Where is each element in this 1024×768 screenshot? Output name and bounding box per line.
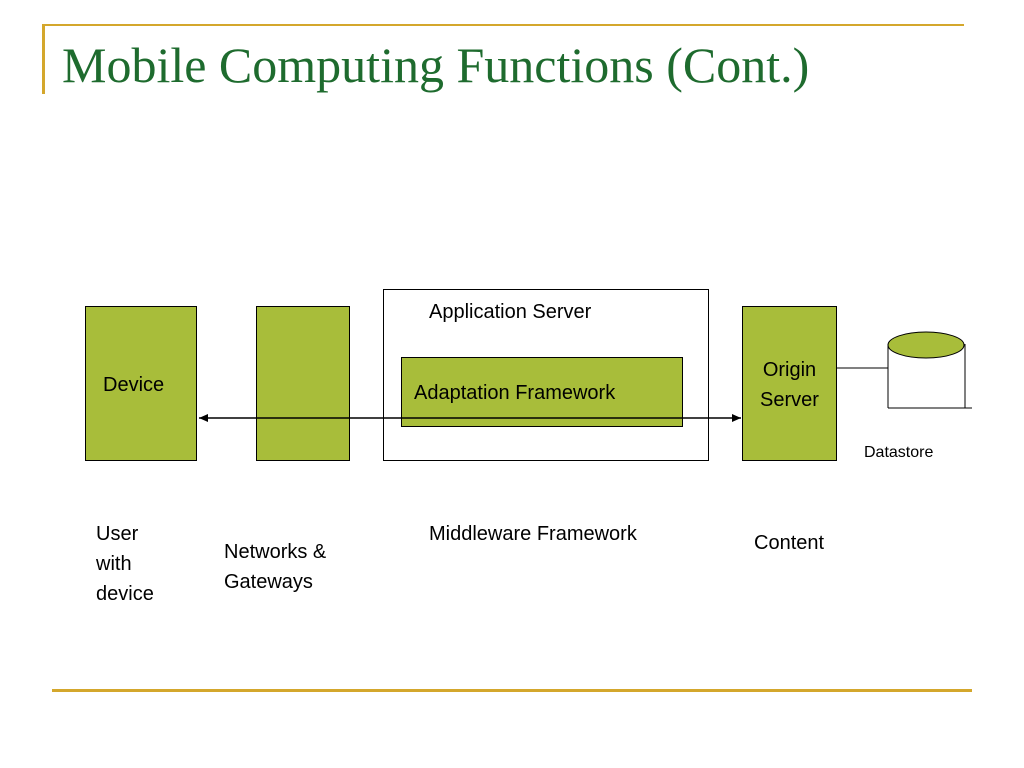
- datastore-label: Datastore: [864, 444, 934, 461]
- datastore-cylinder-icon: [887, 331, 972, 409]
- footer-rule: [52, 689, 972, 692]
- caption-networks-gateways: Networks & Gateways: [224, 541, 327, 593]
- device-label: Device: [103, 374, 165, 396]
- origin-server-box: [742, 306, 837, 461]
- adaptation-framework-label: Adaptation Framework: [414, 382, 616, 404]
- caption-middleware-framework: Middleware Framework: [429, 523, 637, 545]
- origin-server-label: Origin Server: [760, 359, 819, 411]
- caption-user-with-device: User with device: [96, 523, 154, 605]
- title-accent-vertical: [42, 24, 45, 94]
- device-box: [85, 306, 197, 461]
- networks-box: [256, 306, 350, 461]
- application-server-label: Application Server: [429, 301, 592, 323]
- title-accent-top-rule: [42, 24, 964, 26]
- caption-content: Content: [754, 532, 825, 554]
- slide-title: Mobile Computing Functions (Cont.): [62, 37, 810, 93]
